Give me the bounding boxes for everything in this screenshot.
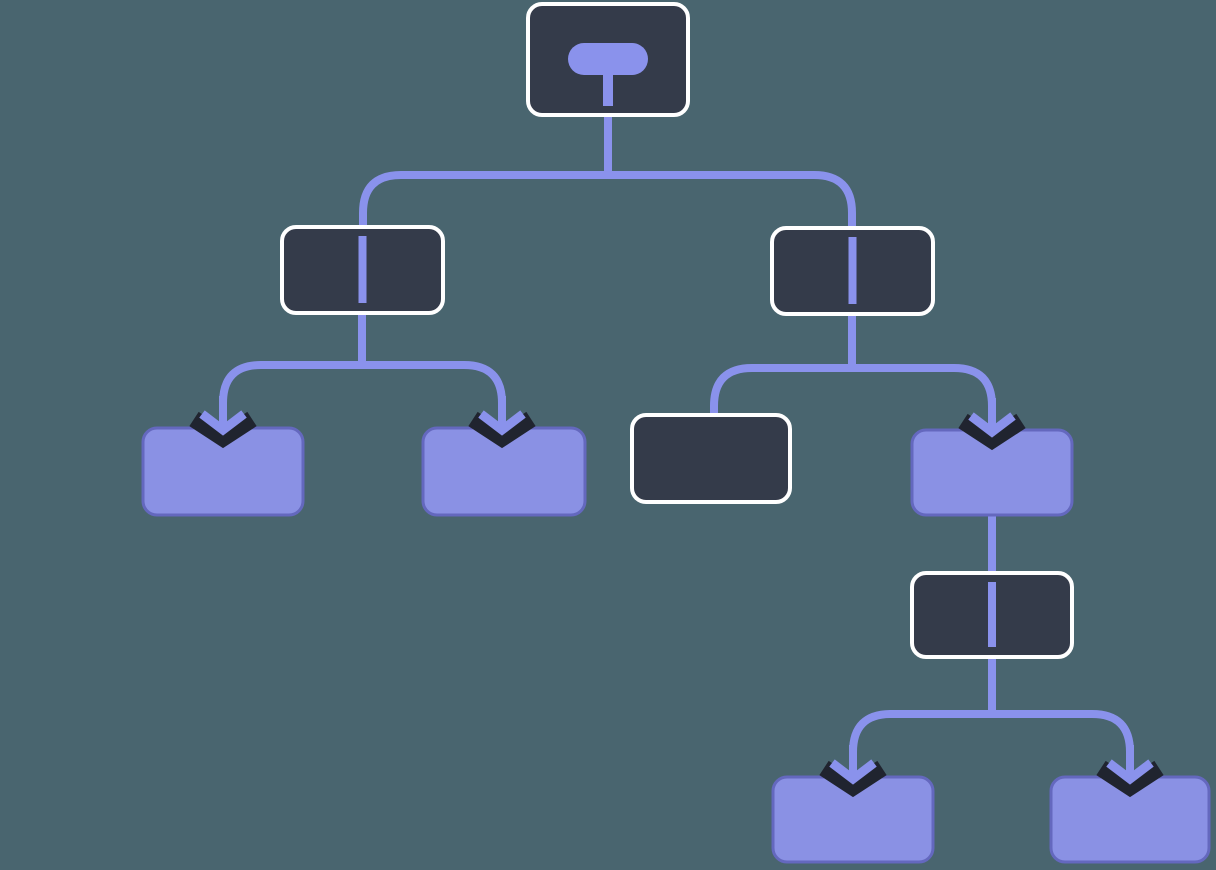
edge-lower-branch — [849, 710, 1134, 760]
arrow-down-icon — [199, 410, 247, 436]
edge-level1-branch — [359, 171, 856, 232]
arrow-down-shadow-icon — [468, 411, 536, 449]
arrow-down-shadow-icon — [958, 413, 1026, 451]
tree-node-mid-plain — [630, 413, 792, 504]
arrow-down-icon — [968, 412, 1016, 438]
arrow-down-shadow-icon — [189, 411, 257, 449]
arrow-down-shadow-icon — [1096, 760, 1164, 798]
edge-left-branch — [219, 361, 506, 412]
edge-right-branch — [710, 364, 996, 416]
arrow-down-icon — [829, 759, 877, 785]
arrow-down-icon — [1106, 759, 1154, 785]
arrow-down-shadow-icon — [819, 760, 887, 798]
arrow-down-icon — [478, 410, 526, 436]
root-pill-icon — [568, 43, 648, 75]
